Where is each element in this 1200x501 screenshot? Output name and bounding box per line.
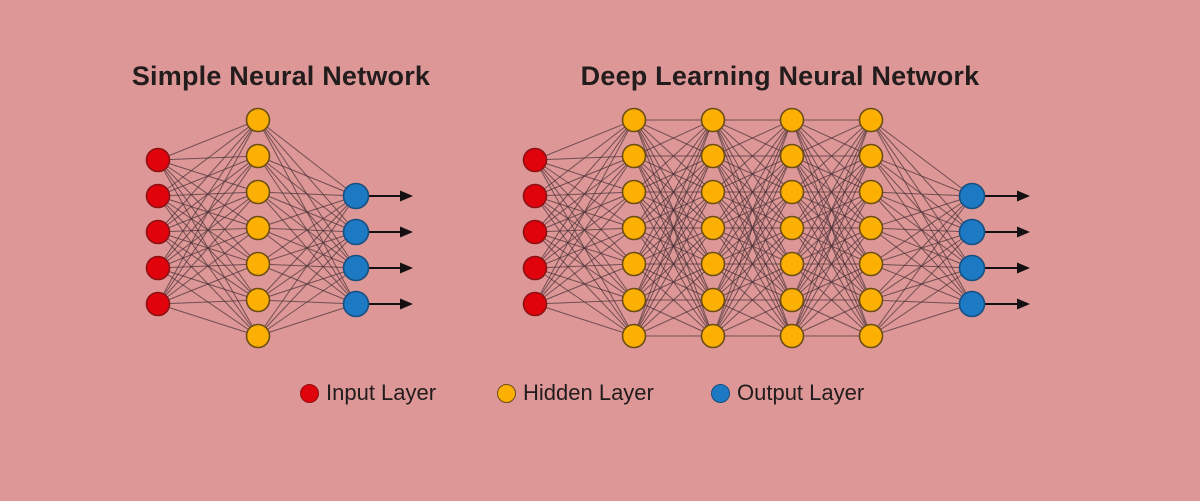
input-node [145, 255, 171, 281]
output-node [958, 254, 986, 282]
input-node [145, 147, 171, 173]
hidden-node [245, 251, 271, 277]
hidden-node [700, 251, 726, 277]
output-node [958, 290, 986, 318]
input-layer [522, 147, 548, 317]
hidden-node [621, 179, 647, 205]
input-node [145, 183, 171, 209]
hidden-node [779, 287, 805, 313]
output-arrows [368, 190, 413, 310]
hidden-node [700, 323, 726, 349]
input-node [522, 219, 548, 245]
hidden-layer [779, 107, 805, 349]
hidden-node [700, 179, 726, 205]
hidden-node [858, 179, 884, 205]
deep-network-title: Deep Learning Neural Network [580, 61, 980, 91]
hidden-node [621, 287, 647, 313]
hidden-layer-dot-icon [497, 383, 516, 403]
simple-network-title: Simple Neural Network [131, 61, 431, 91]
input-node [522, 255, 548, 281]
output-layer [958, 182, 986, 318]
arrowhead-icon [400, 262, 413, 274]
simple-network-diagram [145, 107, 413, 349]
input-layer [145, 147, 171, 317]
output-arrows [984, 190, 1030, 310]
hidden-node [858, 215, 884, 241]
hidden-node [700, 287, 726, 313]
hidden-node [245, 323, 271, 349]
legend-label-input: Input Layer [326, 380, 437, 405]
hidden-node [779, 107, 805, 133]
input-node [522, 291, 548, 317]
deep-network-diagram [522, 107, 1030, 349]
hidden-node [245, 287, 271, 313]
output-node [342, 290, 370, 318]
edges [157, 119, 357, 337]
input-node [145, 219, 171, 245]
edges [534, 119, 973, 337]
hidden-node [245, 215, 271, 241]
output-node [342, 218, 370, 246]
output-layer-dot-icon [711, 383, 730, 403]
output-node [342, 254, 370, 282]
hidden-layer [700, 107, 726, 349]
output-node [958, 182, 986, 210]
hidden-node [621, 215, 647, 241]
hidden-node [700, 143, 726, 169]
hidden-node [621, 323, 647, 349]
legend: Input Layer Hidden Layer Output Layer [0, 381, 1200, 405]
legend-item-output: Output Layer [711, 381, 864, 405]
legend-label-hidden: Hidden Layer [523, 380, 654, 405]
hidden-node [621, 251, 647, 277]
output-node [958, 218, 986, 246]
hidden-node [245, 143, 271, 169]
output-layer [342, 182, 370, 318]
hidden-node [700, 107, 726, 133]
arrowhead-icon [1017, 190, 1030, 202]
hidden-node [858, 107, 884, 133]
hidden-node [779, 179, 805, 205]
hidden-node [779, 251, 805, 277]
hidden-node [858, 287, 884, 313]
hidden-node [245, 179, 271, 205]
hidden-node [779, 323, 805, 349]
hidden-node [245, 107, 271, 133]
hidden-node [700, 215, 726, 241]
input-node [145, 291, 171, 317]
hidden-node [858, 323, 884, 349]
input-node [522, 183, 548, 209]
hidden-node [779, 215, 805, 241]
legend-item-hidden: Hidden Layer [497, 381, 654, 405]
input-node [522, 147, 548, 173]
legend-item-input: Input Layer [300, 381, 436, 405]
hidden-node [858, 251, 884, 277]
hidden-node [621, 107, 647, 133]
hidden-node [779, 143, 805, 169]
arrowhead-icon [1017, 262, 1030, 274]
arrowhead-icon [400, 226, 413, 238]
hidden-layer [858, 107, 884, 349]
arrowhead-icon [1017, 226, 1030, 238]
input-layer-dot-icon [300, 383, 319, 403]
output-node [342, 182, 370, 210]
hidden-node [858, 143, 884, 169]
arrowhead-icon [400, 190, 413, 202]
hidden-node [621, 143, 647, 169]
legend-label-output: Output Layer [737, 380, 865, 405]
hidden-layer [245, 107, 271, 349]
hidden-layer [621, 107, 647, 349]
arrowhead-icon [400, 298, 413, 310]
arrowhead-icon [1017, 298, 1030, 310]
